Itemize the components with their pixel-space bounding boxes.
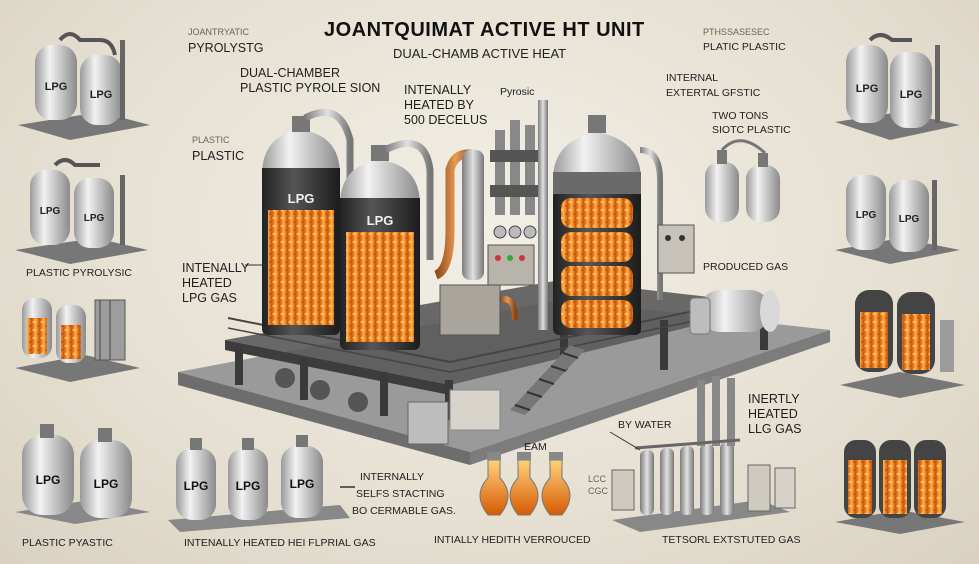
label-bottom-2: INTENALLY HEATED HEI FLPRIAL GAS [184, 537, 376, 549]
label-dual-chamber-2: PLASTIC PYROLE SION [240, 81, 381, 95]
thumb2-tank-label-a: LPG [40, 206, 61, 217]
thumb-right-3 [840, 290, 965, 398]
label-two-tons-2: SIOTC PLASTIC [712, 124, 791, 136]
sample-flasks [479, 452, 571, 516]
thumb-left-3 [15, 298, 140, 382]
label-plastic: PLASTIC [192, 149, 245, 163]
label-lcc-2: CGC [588, 486, 608, 496]
page-title: JOANTQUIMAT ACTIVE HT UNIT [324, 19, 645, 41]
label-internal-1: INTERNAL [666, 72, 718, 84]
label-inertly-2: HEATED [748, 407, 798, 421]
thumbR1-tank-label-b: LPG [900, 89, 923, 101]
label-inertly-3: LLG GAS [748, 422, 802, 436]
valve-manifold [490, 120, 540, 239]
label-plastic-faint: PLASTIC [192, 135, 230, 145]
tank-label-center: LPG [367, 213, 394, 228]
label-top-right-1: PTHSSASESEC [703, 27, 770, 37]
control-panel-center [487, 244, 535, 286]
label-heated-2: HEATED BY [404, 98, 474, 112]
reactor-tank-center: LPG [340, 139, 434, 350]
thumb-left-4: LPG LPG [15, 424, 150, 524]
produced-gas-cylinders [705, 139, 780, 222]
label-pyrosic: Pyrosic [500, 86, 535, 98]
thumb1-tank-label-a: LPG [45, 81, 68, 93]
condenser-column [462, 150, 484, 280]
thumb-left-1: LPG LPG [18, 32, 150, 140]
gas-storage-tank [689, 290, 780, 335]
thumb4-tank-label-a: LPG [36, 473, 61, 487]
label-inertly-1: INERTLY [748, 392, 800, 406]
label-internal-2: EXTERTAL GFSTIC [666, 87, 761, 99]
thumb-right-1: LPG LPG [835, 33, 960, 140]
thumb-right-4 [835, 440, 965, 534]
label-self-3: BO CERMABLE GAS. [352, 505, 456, 517]
staircase [510, 345, 585, 415]
tank-label-left: LPG [288, 191, 315, 206]
thumbR1-tank-label-a: LPG [856, 83, 879, 95]
main-platform [178, 280, 830, 465]
reactor-tank-left: LPG [262, 108, 354, 335]
label-self-1: INTERNALLY [360, 471, 424, 483]
row-tank-label-2: LPG [236, 479, 261, 493]
label-heated-1: INTENALLY [404, 83, 472, 97]
thumb2-tank-label-b: LPG [84, 213, 105, 224]
page-subtitle: DUAL-CHAMB ACTIVE HEAT [393, 46, 567, 61]
lpg-cylinder-row: LPG LPG LPG [168, 435, 350, 532]
row-tank-label-3: LPG [290, 477, 315, 491]
thumbR2-tank-label-b: LPG [899, 214, 920, 225]
filter-columns [611, 376, 796, 532]
thumb-left-2: LPG LPG [15, 158, 148, 264]
label-heated-3: 500 DECELUS [404, 113, 488, 127]
label-intenally-1: INTENALLY [182, 261, 250, 275]
label-lcc-1: LCC [588, 474, 607, 484]
thumb1-tank-label-b: LPG [90, 89, 113, 101]
label-intenally-2: HEATED [182, 276, 232, 290]
label-bottom-3: INTIALLY HEDITH VERROUCED [434, 534, 591, 546]
label-produced-gas: PRODUCED GAS [703, 261, 789, 273]
thumbR2-tank-label-a: LPG [856, 210, 877, 221]
label-bottom-4: TETSORL EXTSTUTED GAS [662, 534, 801, 546]
label-intenally-3: LPG GAS [182, 291, 237, 305]
row-tank-label-1: LPG [184, 479, 209, 493]
label-self-2: SELFS STACTING [356, 488, 445, 500]
thumb4-tank-label-b: LPG [94, 477, 119, 491]
label-dual-chamber-1: DUAL-CHAMBER [240, 66, 341, 80]
label-top-left-1: JOANTRYATIC [188, 27, 250, 37]
reactor-tank-right [553, 115, 663, 335]
label-plastic-pyrolysic: PLASTIC PYROLYSIC [26, 267, 133, 279]
thumb-right-2: LPG LPG [835, 175, 960, 264]
label-two-tons-1: TWO TONS [712, 110, 769, 122]
label-by-water: BY WATER [618, 419, 672, 431]
control-cabinet-right [657, 224, 695, 274]
label-top-right-2: PLATIC PLASTIC [703, 41, 786, 53]
label-top-left-2: PYROLYSTG [188, 41, 264, 55]
label-bottom-1: PLASTIC PYASTIC [22, 537, 113, 549]
label-steam: EAM [524, 441, 547, 453]
